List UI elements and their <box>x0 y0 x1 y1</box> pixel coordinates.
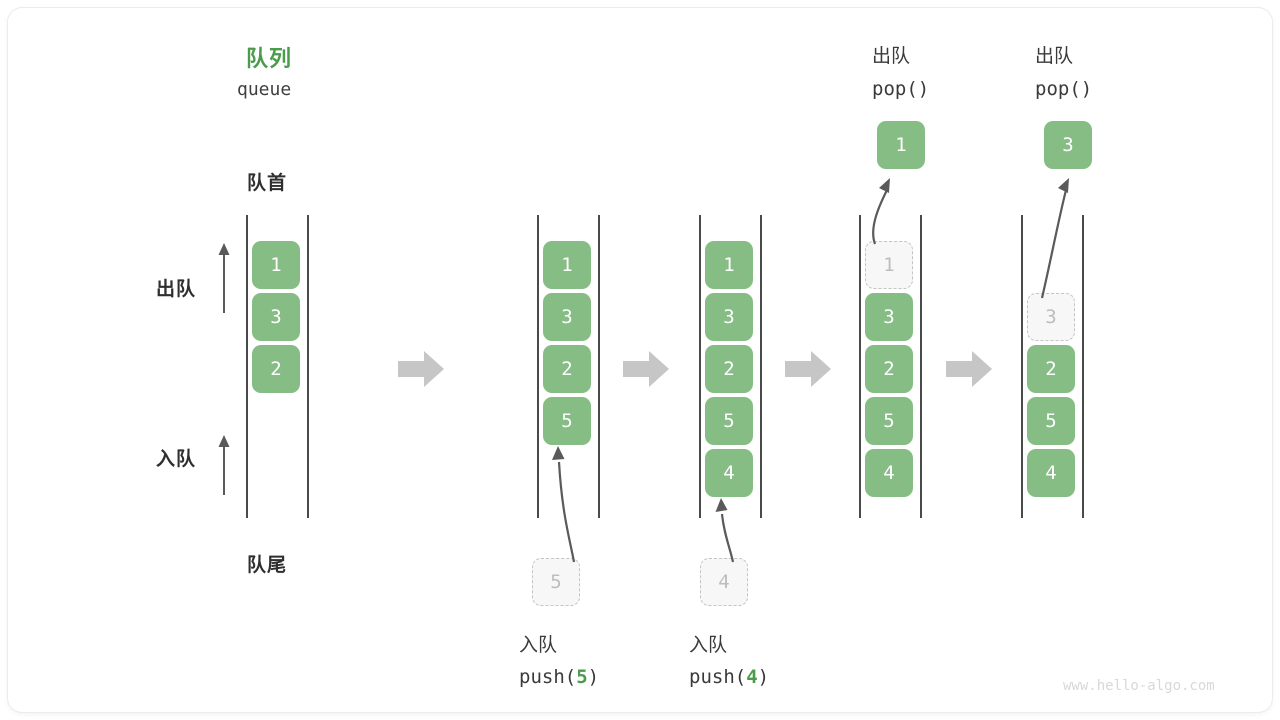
queue-node: 4 <box>1027 449 1075 497</box>
rail-right <box>1082 215 1084 518</box>
popped-node: 1 <box>877 121 925 169</box>
dequeue-annotation-label: 出队 <box>156 278 197 300</box>
queue-node: 1 <box>705 241 753 289</box>
queue-node: 2 <box>865 345 913 393</box>
incoming-ghost-node: 5 <box>532 558 580 606</box>
rail-left <box>1021 215 1023 518</box>
queue-node: 4 <box>865 449 913 497</box>
queue-node: 3 <box>543 293 591 341</box>
code-prefix: push( <box>519 666 577 688</box>
diagram-canvas: 队列 queue 队首 队尾 出队 入队 1 3 2 1 3 <box>8 8 1272 712</box>
enqueue-up-arrow-icon <box>214 433 234 495</box>
rear-label: 队尾 <box>247 554 288 576</box>
watermark: www.hello-algo.com <box>1063 678 1215 694</box>
diagram-title-cn: 队列 <box>246 47 293 72</box>
queue-node: 3 <box>705 293 753 341</box>
push-arrow-icon <box>548 444 584 563</box>
rail-left <box>537 215 539 518</box>
push-4-caption-cn: 入队 <box>689 634 728 656</box>
rail-right <box>307 215 309 518</box>
step-arrow-icon <box>946 350 992 388</box>
queue-node: 3 <box>865 293 913 341</box>
rail-left <box>246 215 248 518</box>
queue-node: 5 <box>705 397 753 445</box>
queue-node: 2 <box>1027 345 1075 393</box>
pop-arrow-icon <box>1022 176 1074 299</box>
code-prefix: push( <box>689 666 747 688</box>
push-5-caption-cn: 入队 <box>519 634 558 656</box>
rail-right <box>760 215 762 518</box>
queue-node: 2 <box>543 345 591 393</box>
code-arg: 5 <box>576 666 588 688</box>
code-suffix: ) <box>757 666 770 688</box>
enqueue-annotation-label: 入队 <box>156 448 197 470</box>
queue-node: 2 <box>252 345 300 393</box>
pop-caption-2-code: pop() <box>1035 78 1093 100</box>
rail-right <box>920 215 922 518</box>
rail-left <box>699 215 701 518</box>
push-arrow-icon <box>711 496 747 563</box>
queue-node: 5 <box>865 397 913 445</box>
pop-caption-1-cn: 出队 <box>872 45 911 67</box>
queue-node: 3 <box>252 293 300 341</box>
popped-node: 3 <box>1044 121 1092 169</box>
pop-caption-1-code: pop() <box>872 78 930 100</box>
queue-node-ghost: 3 <box>1027 293 1075 341</box>
step-arrow-icon <box>785 350 831 388</box>
step-arrow-icon <box>623 350 669 388</box>
queue-node: 2 <box>705 345 753 393</box>
code-arg: 4 <box>746 666 758 688</box>
rail-right <box>598 215 600 518</box>
queue-node: 5 <box>543 397 591 445</box>
queue-node: 5 <box>1027 397 1075 445</box>
queue-node: 1 <box>252 241 300 289</box>
queue-node: 1 <box>543 241 591 289</box>
incoming-ghost-node: 4 <box>700 558 748 606</box>
diagram-title-en: queue <box>237 79 292 100</box>
push-4-caption-code: push(4) <box>689 666 769 688</box>
step-arrow-icon <box>398 350 444 388</box>
pop-caption-2-cn: 出队 <box>1035 45 1074 67</box>
rail-left <box>859 215 861 518</box>
pop-arrow-icon <box>851 176 897 245</box>
queue-node-ghost: 1 <box>865 241 913 289</box>
push-5-caption-code: push(5) <box>519 666 599 688</box>
dequeue-up-arrow-icon <box>214 241 234 313</box>
front-label: 队首 <box>247 172 288 194</box>
queue-node: 4 <box>705 449 753 497</box>
code-suffix: ) <box>587 666 600 688</box>
